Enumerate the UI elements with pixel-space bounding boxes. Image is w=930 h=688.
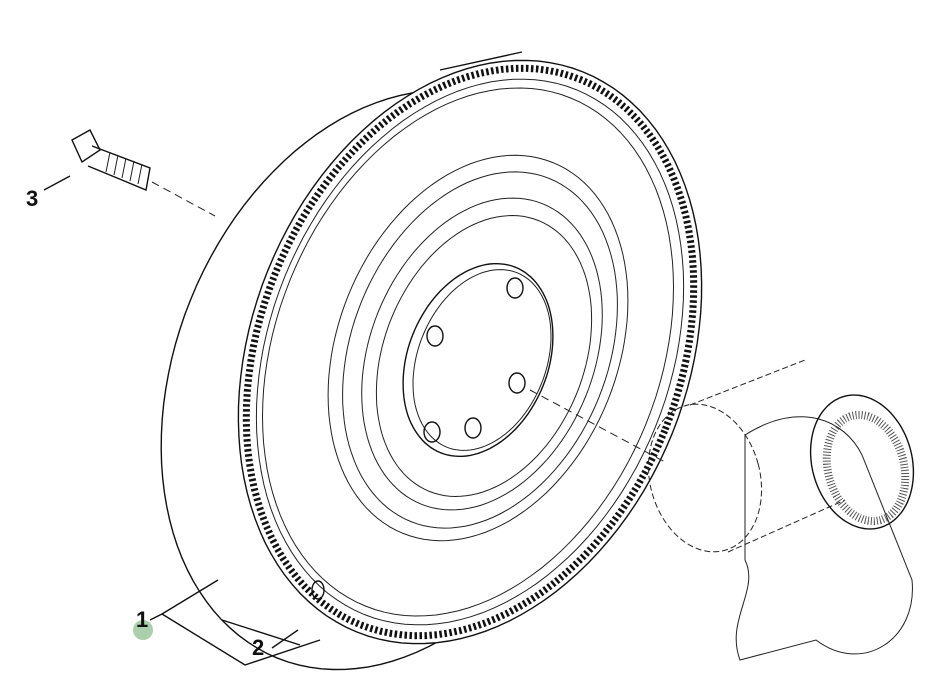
leader-line-2 (271, 629, 299, 649)
bolt-alignment-line (151, 181, 216, 217)
bolt-hole (508, 372, 526, 394)
flywheel (160, 51, 703, 671)
recess-ring-inner (375, 214, 593, 498)
leader-line-1 (149, 579, 321, 666)
crank-journal (809, 394, 915, 530)
crank-flange (647, 403, 763, 553)
bolt-head (71, 129, 101, 164)
ring-gear-base (261, 87, 675, 617)
leader-lines (43, 175, 321, 666)
flywheel-top-edge (439, 51, 523, 71)
bolt-hole (423, 421, 441, 443)
bolt-thread (105, 151, 143, 185)
bolt-hole (506, 277, 524, 299)
ring-gear-teeth (242, 64, 698, 640)
crank-web (735, 416, 913, 661)
recess-ring (361, 197, 603, 511)
bolt-holes (311, 277, 526, 600)
crank-journal-hatching (822, 410, 910, 526)
leader-line-3 (43, 175, 71, 191)
crank-flange-edge (689, 359, 846, 553)
highlight-marker (133, 620, 153, 640)
rim-hole (311, 580, 325, 600)
callout-2[interactable]: 2 (252, 635, 265, 660)
ring-gear-inner (255, 78, 685, 626)
crankshaft (529, 359, 915, 661)
bolt-hole (426, 325, 444, 347)
clutch-face-ring-inner (342, 171, 618, 529)
flywheel-front-outer (237, 59, 703, 645)
bolt-shank (87, 145, 151, 191)
callout-1[interactable]: 1 (136, 607, 149, 632)
clutch-face-ring (327, 154, 629, 542)
callout-3[interactable]: 3 (26, 186, 39, 211)
bolt-hole (464, 417, 482, 439)
hub-inner (412, 269, 552, 451)
bolt (71, 129, 216, 217)
flywheel-bottom-edge (221, 619, 301, 646)
hub (402, 263, 554, 457)
